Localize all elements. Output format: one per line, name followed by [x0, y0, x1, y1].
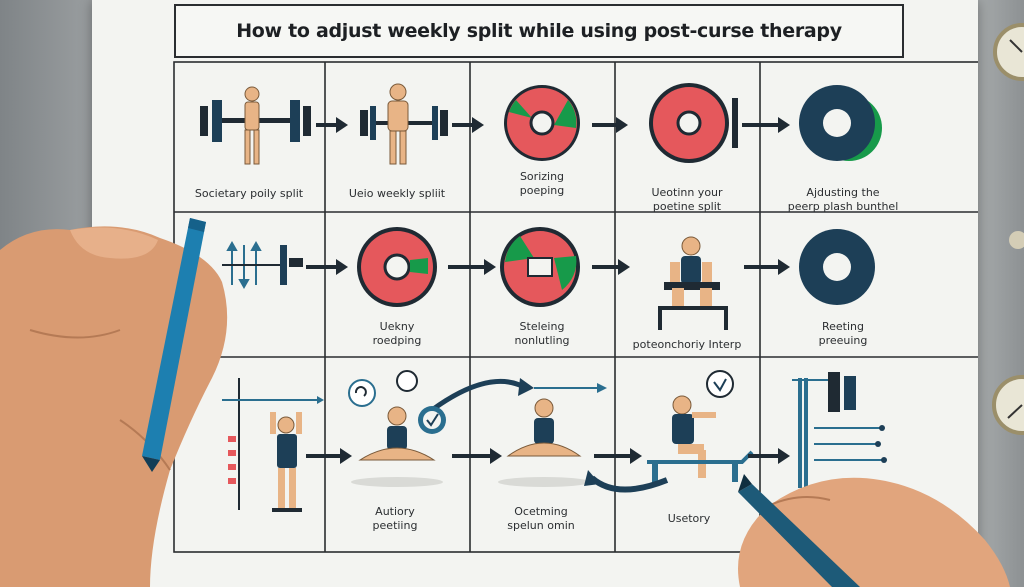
weight-plate-icon [649, 83, 738, 163]
label-r3c4: Usetory [667, 512, 711, 525]
gauge-bottom-right-icon [992, 375, 1024, 435]
meditating-person-icon [498, 398, 590, 487]
barbell-person-icon [200, 86, 311, 165]
vertical-arrows-icon [222, 240, 303, 290]
progress-rack-icon [792, 372, 887, 488]
curved-flow-arrow-icon [430, 378, 607, 413]
weight-plate-icon [357, 227, 437, 307]
title-box: How to adjust weekly split while using p… [174, 4, 904, 58]
wall-knob-icon [1009, 231, 1024, 249]
arrow-right-icon [748, 448, 790, 464]
arrow-right-icon [306, 448, 352, 464]
plate-ring-icon [799, 85, 882, 161]
arrow-right-icon [448, 259, 496, 275]
arrow-right-icon [452, 448, 502, 464]
weight-plate-icon [500, 227, 580, 307]
arrow-right-icon [592, 117, 628, 133]
plate-ring-icon [799, 229, 875, 305]
arrow-right-icon [742, 117, 790, 133]
gauge-top-right-icon [993, 23, 1024, 81]
page-title: How to adjust weekly split while using p… [236, 20, 842, 42]
label-r1c2: Ueio weekly spliit [348, 187, 446, 200]
label-r1c1: Societary poily split [194, 187, 304, 200]
checkmark-bubble-icon [418, 406, 446, 434]
weight-plate-icon [504, 85, 580, 161]
chart-paper: How to adjust weekly split while using p… [92, 0, 978, 587]
arrow-right-icon [594, 448, 642, 464]
arrow-right-icon [744, 259, 790, 275]
arrow-right-icon [592, 259, 630, 275]
flow-grid [173, 61, 978, 553]
seated-lifter-icon [658, 236, 728, 330]
label-r2c4: poteonchoriy Interp [632, 338, 742, 351]
arrow-right-icon [306, 259, 348, 275]
arrow-right-icon [452, 117, 484, 133]
arrow-right-icon [316, 117, 348, 133]
barbell-person-icon [360, 83, 448, 165]
bench-lifter-icon [584, 370, 754, 493]
overhead-press-icon [222, 378, 324, 512]
meditating-person-icon [348, 370, 443, 487]
